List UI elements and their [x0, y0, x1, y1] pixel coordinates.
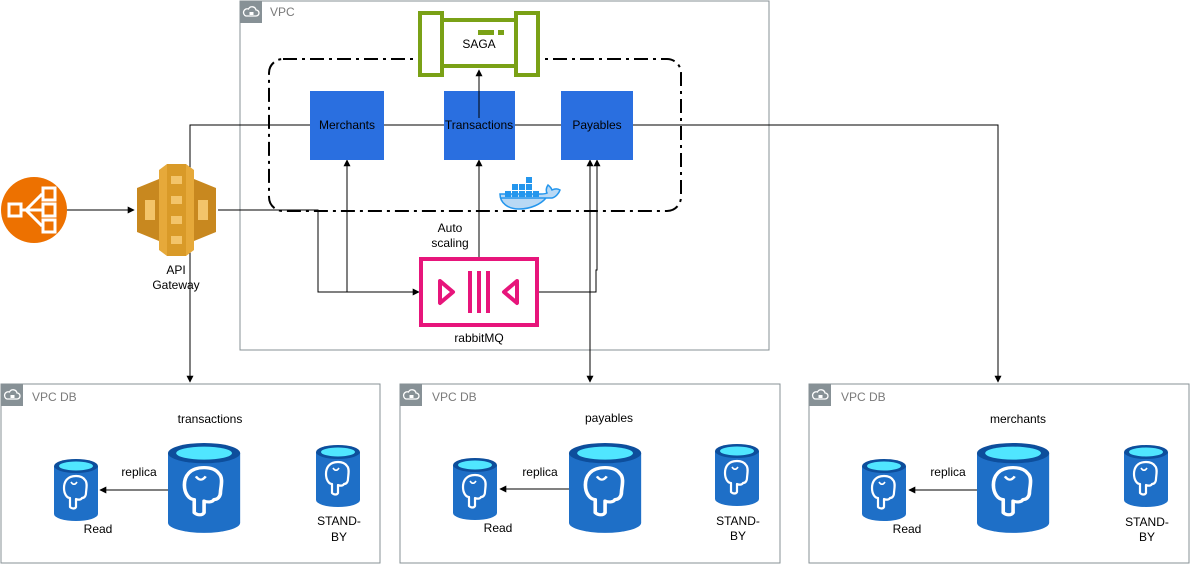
replica-label: replica: [522, 465, 558, 479]
standby-label-line1: STAND-: [317, 514, 361, 528]
autoscaling-label-line1: Auto: [438, 221, 463, 235]
replica-label: replica: [121, 465, 157, 479]
db-cluster-payables: payables replica Read STAND- BY: [451, 411, 761, 543]
saga-label: SAGA: [462, 37, 495, 51]
postgres-database-icon: [713, 442, 761, 508]
vpc-label: VPC: [270, 5, 295, 19]
transactions-service[interactable]: Transactions: [444, 91, 515, 160]
standby-label-line2: BY: [730, 529, 746, 543]
db-cluster-merchants: merchants replica Read STAND- BY: [860, 412, 1170, 544]
vpc-db-label: VPC DB: [432, 390, 477, 404]
standby-label-line1: STAND-: [716, 514, 760, 528]
api-gateway-node: API Gateway: [137, 164, 216, 292]
autoscaling-label-line2: scaling: [431, 236, 468, 250]
cloud-lock-icon: [239, 0, 263, 24]
postgres-database-icon: [166, 441, 242, 535]
postgres-database-icon: [451, 456, 499, 522]
payables-to-merchants-db-connector: [633, 124, 1002, 383]
rabbitmq-node: rabbitMQ: [419, 257, 539, 345]
db-title: transactions: [178, 412, 243, 426]
merchants-service[interactable]: Merchants: [310, 91, 384, 160]
db-title: payables: [585, 411, 633, 425]
standby-label-line2: BY: [1139, 530, 1155, 544]
queue-icon: [419, 257, 539, 327]
gateway-label-line1: API: [166, 263, 185, 277]
postgres-database-icon: [314, 443, 362, 509]
merchants-service-label: Merchants: [319, 118, 375, 132]
cloud-lock-icon: [0, 383, 24, 407]
postgres-database-icon: [860, 457, 908, 523]
saga-node: SAGA: [418, 11, 540, 77]
read-label: Read: [84, 522, 113, 536]
load-balancer-icon: [1, 177, 67, 243]
db-cluster-transactions: transactions replica Read STAND- BY: [52, 412, 362, 544]
step-function-icon: [418, 11, 540, 77]
cloud-lock-icon: [399, 383, 423, 407]
vpc-db-label: VPC DB: [841, 390, 886, 404]
standby-label-line2: BY: [331, 530, 347, 544]
replica-label: replica: [930, 465, 966, 479]
queue-to-payables-connector: [539, 159, 601, 293]
gateway-to-transactions-db-connector: [186, 124, 310, 383]
payables-service-label: Payables: [572, 118, 621, 132]
postgres-database-icon: [1122, 443, 1170, 509]
read-label: Read: [893, 522, 922, 536]
docker-icon: [499, 177, 561, 210]
payables-service[interactable]: Payables: [561, 91, 633, 160]
standby-label-line1: STAND-: [1125, 515, 1169, 529]
postgres-database-icon: [52, 457, 100, 523]
api-gateway-icon: [137, 164, 216, 256]
read-label: Read: [484, 521, 513, 535]
vpc-db-label: VPC DB: [32, 390, 77, 404]
db-title: merchants: [990, 412, 1046, 426]
gateway-label-line2: Gateway: [152, 278, 199, 292]
gateway-to-queue-connector: [218, 209, 420, 296]
postgres-database-icon: [567, 441, 643, 535]
postgres-database-icon: [975, 441, 1051, 535]
rabbitmq-label: rabbitMQ: [454, 331, 503, 345]
transactions-service-label: Transactions: [445, 118, 513, 132]
cloud-lock-icon: [808, 383, 832, 407]
